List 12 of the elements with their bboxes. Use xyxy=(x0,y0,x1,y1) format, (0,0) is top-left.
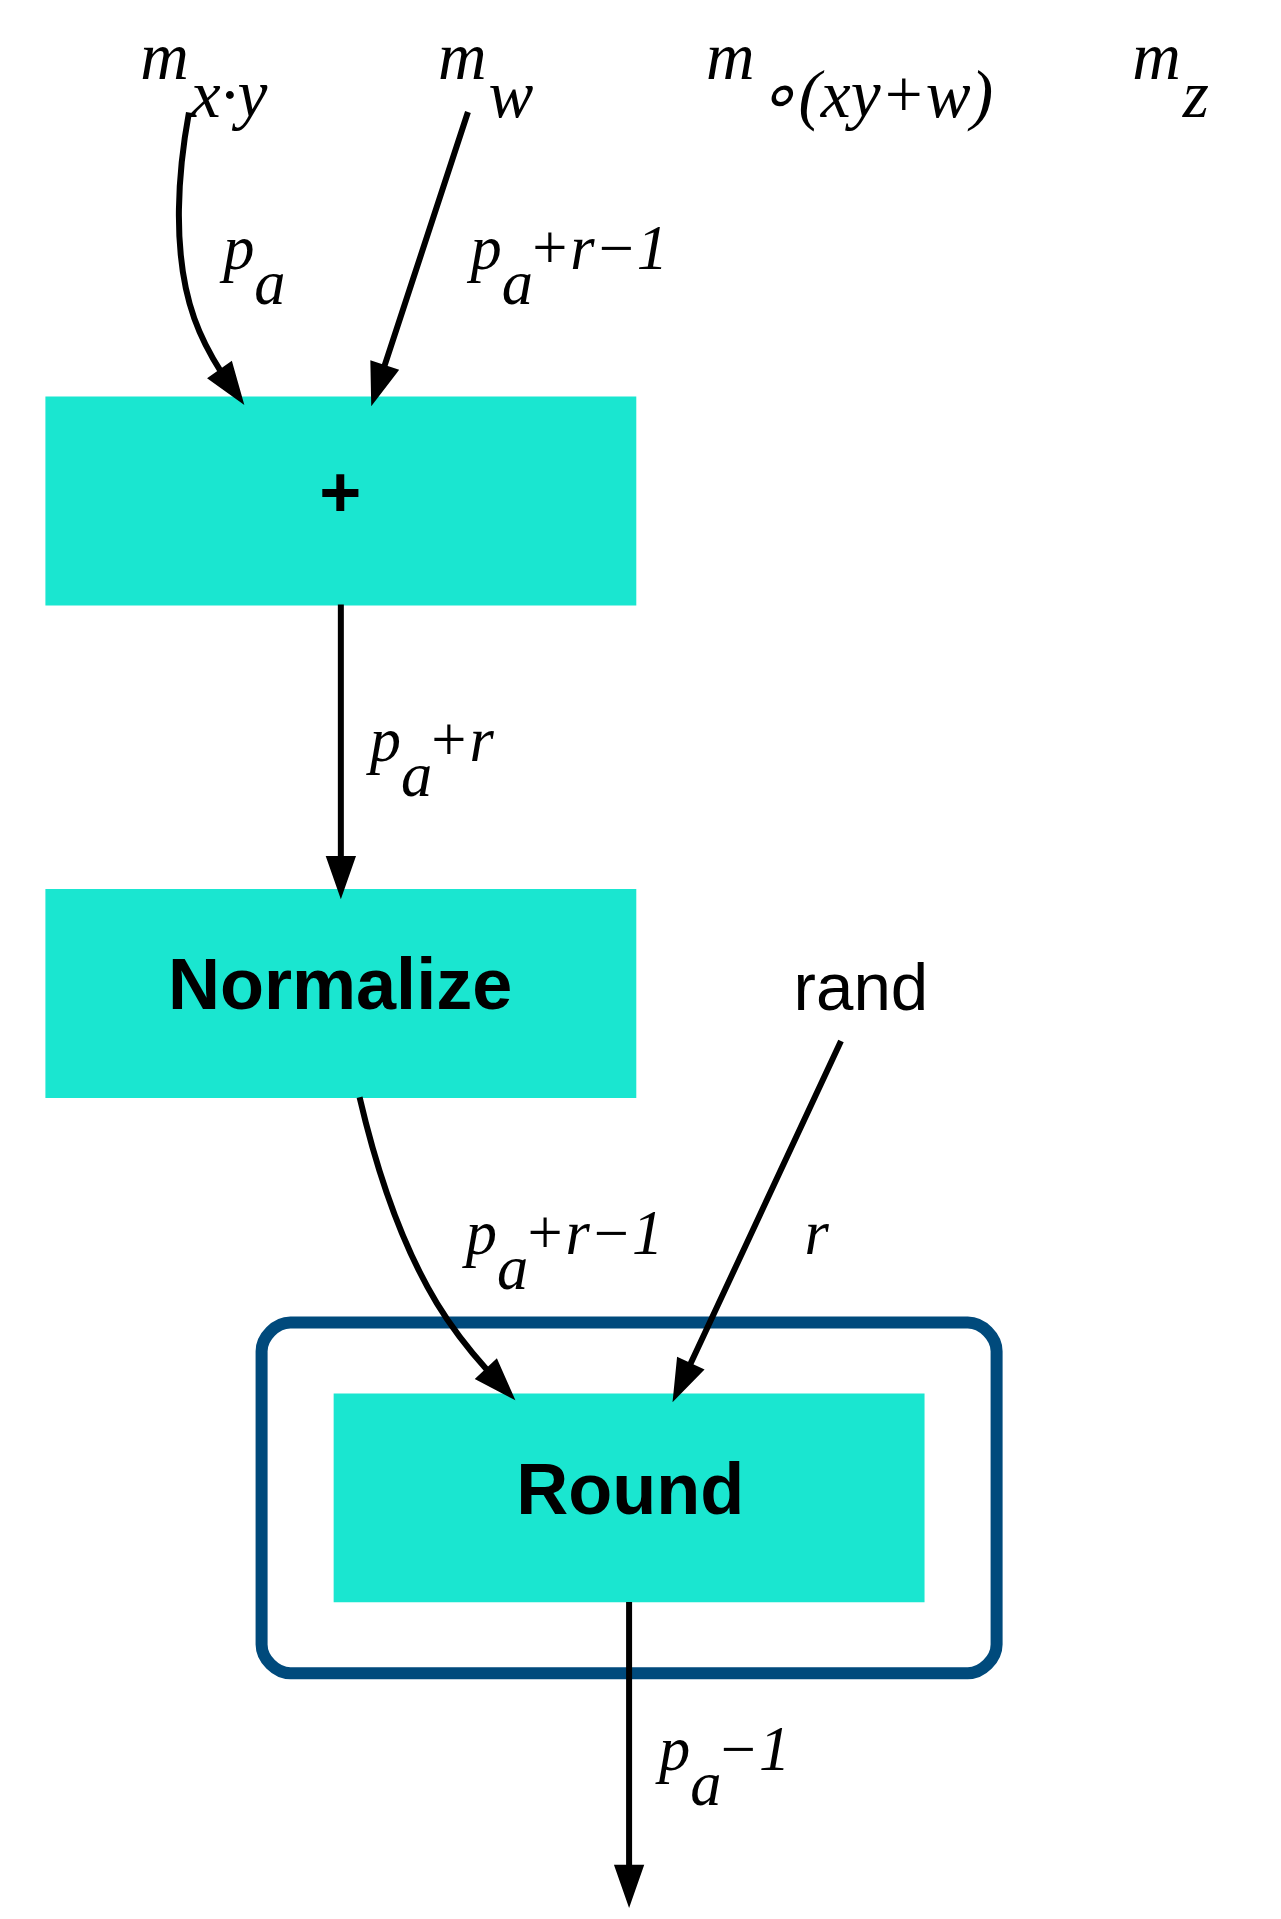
arrow xyxy=(370,111,471,407)
node-box: Round xyxy=(333,1393,925,1603)
node-box: + xyxy=(45,396,637,606)
arrow xyxy=(613,1601,645,1908)
edge-label: r xyxy=(804,1197,829,1268)
arrow xyxy=(356,1096,516,1401)
arrow xyxy=(175,112,245,405)
cluster xyxy=(255,1316,1003,1680)
node-text: rand xyxy=(793,949,929,1025)
arrow xyxy=(672,1039,844,1403)
arrow xyxy=(325,604,356,900)
node-box: Normalize xyxy=(45,888,637,1098)
